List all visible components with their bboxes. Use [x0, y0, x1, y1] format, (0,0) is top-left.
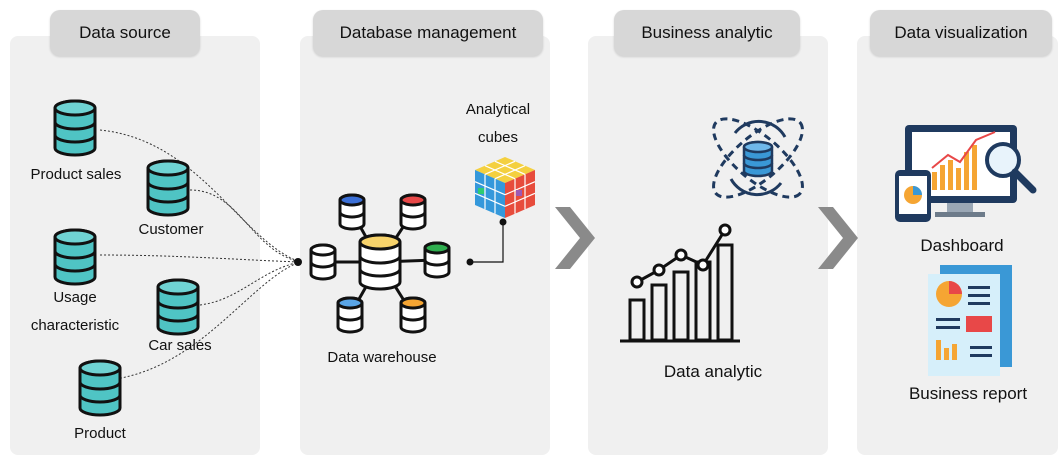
- analytics-database-icon: [742, 140, 774, 178]
- source-connectors: [99, 129, 301, 381]
- label-data-analytic: Data analytic: [663, 362, 763, 381]
- label-cubes: cubes: [477, 129, 519, 146]
- customer-database-icon: [146, 159, 190, 217]
- product-database-icon: [78, 359, 122, 417]
- chevron-right-icon-2: [818, 207, 858, 269]
- header-data-source: Data source: [50, 10, 200, 56]
- panel-data-visualization: [857, 36, 1058, 455]
- label-business-report: Business report: [908, 384, 1028, 403]
- connector-endpoint: [294, 258, 302, 266]
- label-car-sales: Car sales: [148, 337, 212, 354]
- header-business-analytic: Business analytic: [614, 10, 800, 56]
- header-database-management: Database management: [313, 10, 543, 56]
- analytical-cube-icon: [474, 157, 536, 218]
- business-report-icon: [928, 265, 1012, 376]
- bar-chart-icon: [620, 223, 740, 343]
- car-sales-database-icon: [156, 278, 200, 336]
- product-sales-database-icon: [53, 99, 97, 157]
- panel-business-analytic: [588, 36, 828, 455]
- label-characteristic: characteristic: [30, 317, 120, 334]
- usage-database-icon: [53, 228, 97, 286]
- label-dashboard: Dashboard: [920, 236, 1004, 255]
- data-warehouse-icon: [309, 193, 451, 334]
- label-usage: Usage: [53, 289, 97, 306]
- chevron-right-icon-1: [555, 207, 595, 269]
- dashboard-icon: [895, 125, 1037, 222]
- data-cycle-icon: [712, 117, 804, 199]
- header-data-visualization: Data visualization: [870, 10, 1052, 56]
- label-data-warehouse: Data warehouse: [327, 349, 437, 366]
- label-product-sales: Product sales: [30, 166, 122, 183]
- cube-connector: [470, 222, 504, 263]
- label-analytical: Analytical: [465, 101, 531, 118]
- panel-data-source: [10, 36, 260, 455]
- label-product: Product: [74, 425, 126, 442]
- label-customer: Customer: [138, 221, 204, 238]
